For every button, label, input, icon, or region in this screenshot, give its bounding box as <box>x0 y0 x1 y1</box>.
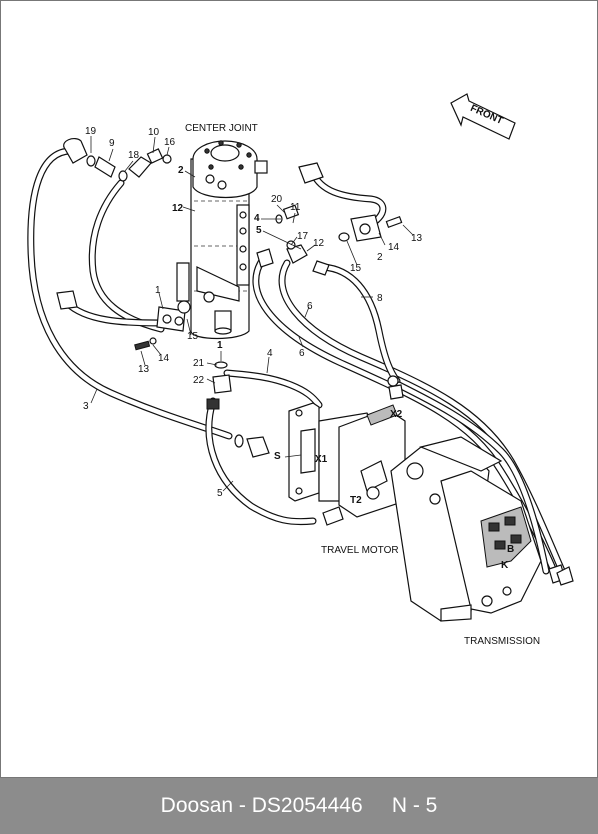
small-hardware <box>134 337 232 410</box>
center-joint: CENTER JOINT <box>176 123 268 340</box>
callout-5-top: 5 <box>256 225 262 236</box>
callout-1-bottom: 1 <box>217 340 223 351</box>
callout-2-center: 2 <box>178 165 184 176</box>
callout-22: 22 <box>193 375 205 386</box>
callout-19: 19 <box>85 126 97 137</box>
port-b-label: B <box>507 544 514 555</box>
callout-6-lower: 6 <box>299 348 305 359</box>
flange-left <box>56 290 191 332</box>
hose-12 <box>88 179 165 333</box>
footer-bar: Doosan - DS2054446 N - 5 <box>0 778 598 834</box>
callout-9: 9 <box>109 138 115 149</box>
callout-14-left: 14 <box>158 353 170 364</box>
flange-right <box>298 162 403 242</box>
port-t2-label: T2 <box>350 495 362 506</box>
callout-21: 21 <box>193 358 205 369</box>
footer-text: Doosan - DS2054446 N - 5 <box>160 794 438 817</box>
leader-lines <box>90 136 414 492</box>
travel-motor-caption: TRAVEL MOTOR <box>321 545 399 556</box>
transmission-caption: TRANSMISSION <box>464 636 540 647</box>
top-left-fittings <box>63 137 172 182</box>
hydraulic-parts-diagram: FRONT <box>27 93 574 647</box>
callout-18: 18 <box>128 150 140 161</box>
callout-13-right: 13 <box>411 233 423 244</box>
callout-1-top: 1 <box>155 285 161 296</box>
callout-4-bottom: 4 <box>267 348 273 359</box>
callout-4-top: 4 <box>254 213 260 224</box>
callout-15-right: 15 <box>350 263 362 274</box>
callout-17: 17 <box>297 231 309 242</box>
callout-20: 20 <box>271 194 283 205</box>
callout-16: 16 <box>164 137 176 148</box>
port-x2-label: X2 <box>390 409 403 420</box>
transmission-fittings <box>387 375 574 586</box>
port-labels: X1 X2 T2 S B K <box>274 409 514 571</box>
callout-12-right: 12 <box>313 238 325 249</box>
callout-10: 10 <box>148 127 160 138</box>
port-k-label: K <box>501 560 509 571</box>
callout-11: 11 <box>290 202 301 213</box>
transmission: TRANSMISSION <box>390 436 542 647</box>
callout-2-right: 2 <box>377 252 383 263</box>
hoses <box>27 147 567 580</box>
port-x1-label: X1 <box>315 454 328 465</box>
callout-13-left: 13 <box>138 364 150 375</box>
callouts: 19 9 18 10 16 2 12 4 5 20 11 17 12 2 15 … <box>83 126 423 499</box>
callout-8: 8 <box>377 293 383 304</box>
travel-motor: TRAVEL MOTOR <box>234 402 406 556</box>
callout-6-upper: 6 <box>307 301 313 312</box>
port-s-label: S <box>274 451 281 462</box>
diagram-frame: FRONT <box>0 0 598 778</box>
center-joint-caption: CENTER JOINT <box>185 123 258 134</box>
callout-3: 3 <box>83 401 89 412</box>
callout-14-right: 14 <box>388 242 400 253</box>
front-arrow: FRONT <box>450 93 516 140</box>
callout-12-left: 12 <box>172 203 184 214</box>
callout-15-left: 15 <box>187 331 199 342</box>
callout-5-bottom: 5 <box>217 488 223 499</box>
